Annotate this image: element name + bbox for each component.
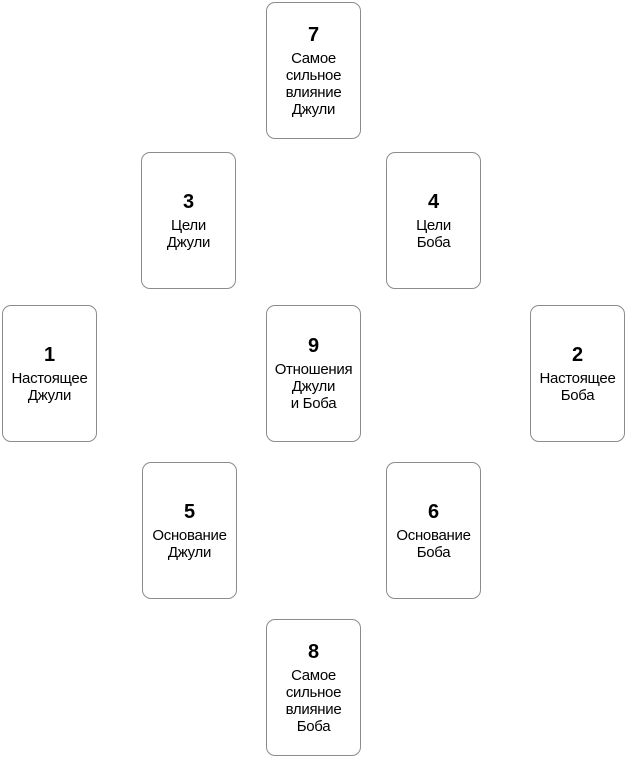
spread-card-5: 5 Основание Джули [142, 462, 237, 599]
spread-card-1: 1 Настоящее Джули [2, 305, 97, 442]
card-label: Самое сильное влияние Боба [285, 666, 342, 735]
card-number: 6 [428, 500, 439, 523]
card-number: 1 [44, 343, 55, 366]
spread-card-9: 9 Отношения Джули и Боба [266, 305, 361, 442]
card-number: 2 [572, 343, 583, 366]
card-number: 9 [308, 335, 319, 357]
card-label: Основание Боба [396, 526, 471, 561]
card-label: Настоящее Боба [539, 369, 616, 404]
card-label: Самое сильное влияние Джули [285, 49, 342, 118]
spread-card-3: 3 Цели Джули [141, 152, 236, 289]
card-number: 8 [308, 640, 319, 663]
card-label: Отношения Джули и Боба [274, 361, 353, 412]
spread-card-8: 8 Самое сильное влияние Боба [266, 619, 361, 756]
card-label: Цели Джули [166, 216, 211, 251]
spread-card-4: 4 Цели Боба [386, 152, 481, 289]
card-number: 5 [184, 500, 195, 523]
card-number: 4 [428, 190, 439, 213]
spread-card-2: 2 Настоящее Боба [530, 305, 625, 442]
card-number: 7 [308, 23, 319, 46]
spread-card-7: 7 Самое сильное влияние Джули [266, 2, 361, 139]
card-number: 3 [183, 190, 194, 213]
card-label: Настоящее Джули [11, 369, 88, 404]
card-label: Основание Джули [152, 526, 227, 561]
card-label: Цели Боба [416, 216, 451, 251]
spread-card-6: 6 Основание Боба [386, 462, 481, 599]
